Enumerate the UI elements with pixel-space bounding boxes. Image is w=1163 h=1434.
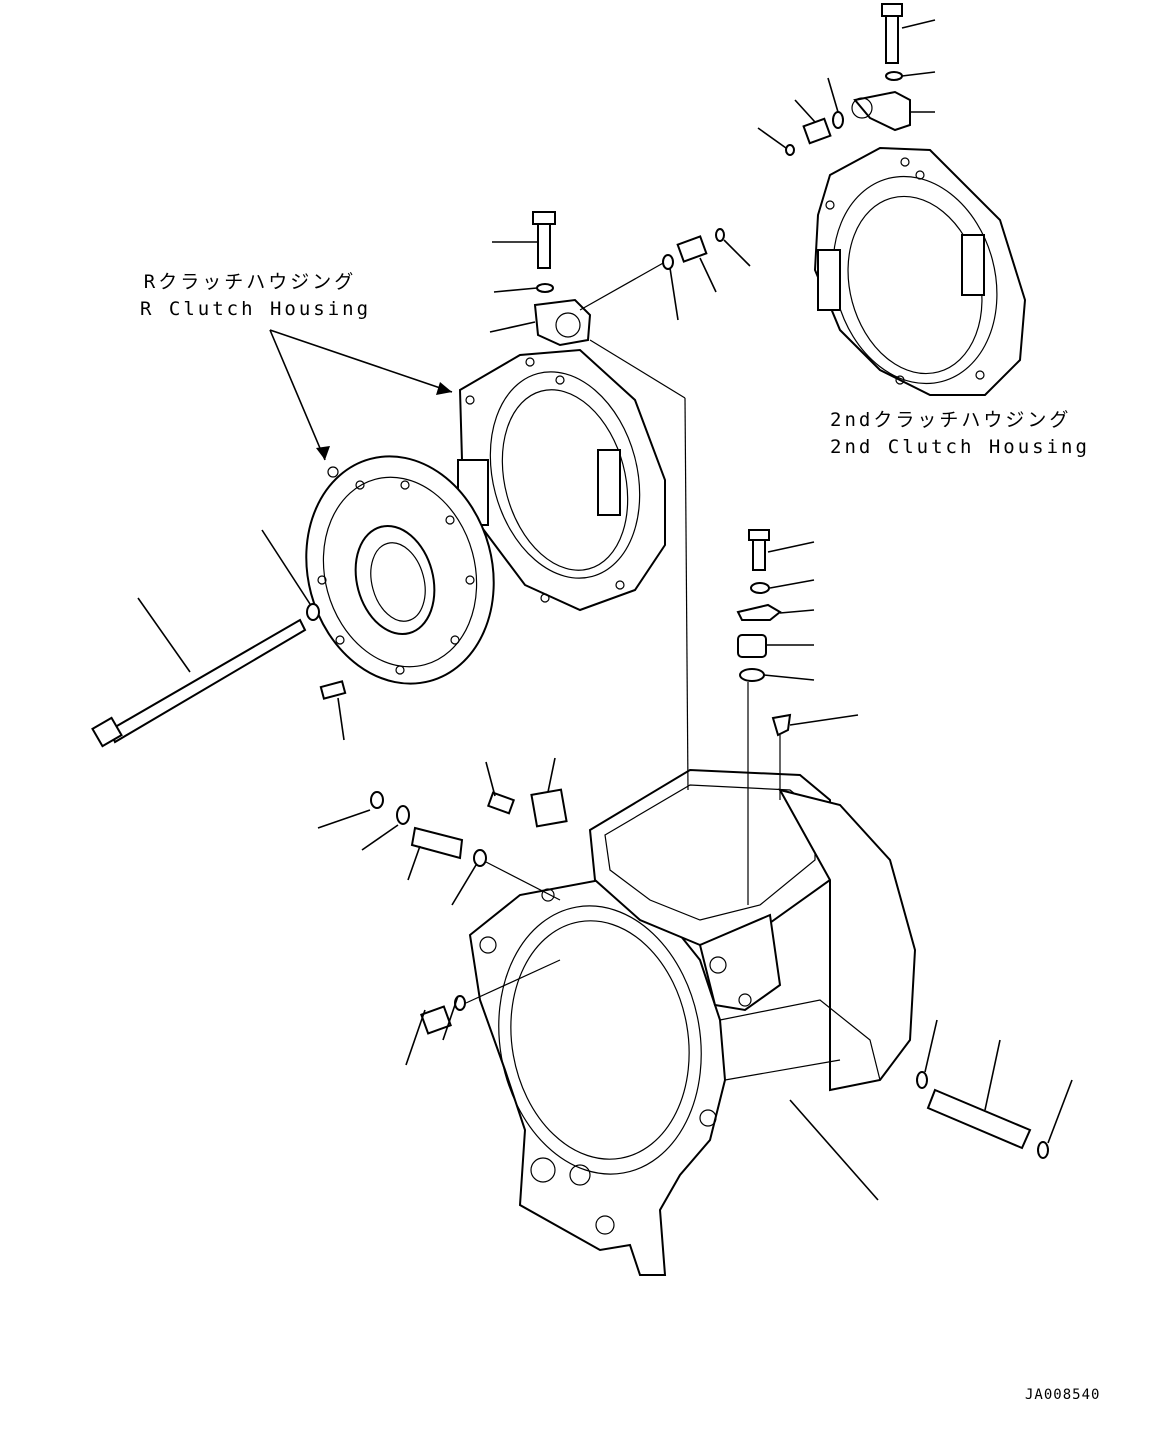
transmission-case [470,770,915,1275]
bottom-left-fittings [406,960,560,1065]
r-clutch-arrows [270,330,452,460]
bottom-right-fittings [917,1020,1072,1158]
drawing-code: JA008540 [1025,1387,1101,1403]
second-clutch-housing [811,148,1025,402]
left-fittings [318,758,567,905]
second-clutch-label-en: 2nd Clutch Housing [830,436,1090,458]
second-clutch-fittings [758,4,935,155]
case-fittings [738,530,858,735]
long-bolt [92,530,345,746]
second-clutch-label-ja: 2ndクラッチハウジング [830,409,1072,431]
r-clutch-label-en: R Clutch Housing [140,298,372,320]
r-clutch-housing-flange [281,435,518,705]
leader-lines [590,340,780,905]
r-clutch-label-ja: Rクラッチハウジング [143,271,357,293]
r-clutch-fittings [490,212,750,345]
